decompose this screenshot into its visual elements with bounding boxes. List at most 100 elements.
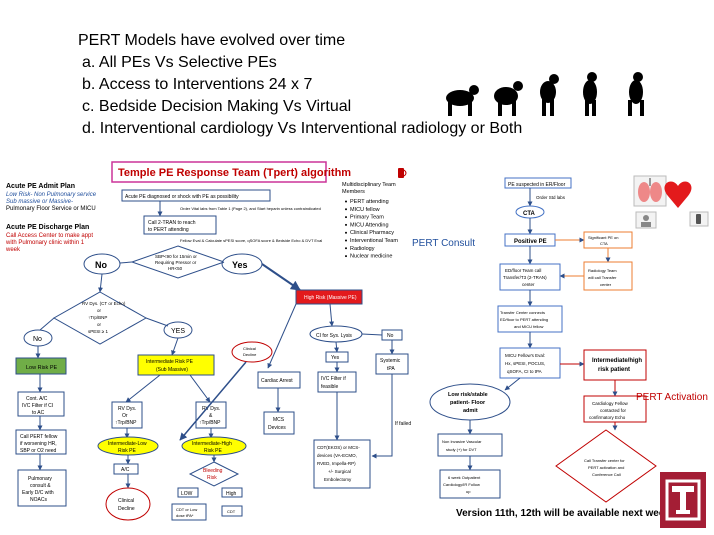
high-box bbox=[221, 487, 243, 498]
algorithm-title-box bbox=[111, 161, 327, 183]
rv-line2: or bbox=[97, 308, 102, 313]
rv-line3: ↑Trp/BNP bbox=[88, 315, 107, 320]
intlow-2: Risk PE bbox=[118, 448, 136, 454]
r-outpatient-box bbox=[439, 469, 501, 499]
r-calltransfer-diamond bbox=[555, 429, 657, 503]
pulm-3: Early D/C with bbox=[22, 490, 54, 496]
r-call-2: PERT activation and bbox=[588, 465, 624, 470]
r-noninv-box bbox=[437, 433, 503, 457]
cdtlow-1: CDT or Low bbox=[176, 507, 197, 512]
mcs-1: MCS bbox=[273, 417, 285, 423]
r-cardio-2: contacted for bbox=[600, 408, 627, 413]
admit-line-2: Sub massive or Massive- bbox=[6, 199, 73, 205]
r-edteam-2: Transfer/T3 (2-TRAN) bbox=[503, 275, 547, 280]
r-radio-1: Radiology Team bbox=[588, 268, 617, 273]
heading-item-d: d. Interventional cardiology Vs Interven… bbox=[82, 120, 523, 137]
r-positive: Positive PE bbox=[514, 239, 547, 245]
high-risk-label: High Risk (Massive PE) bbox=[304, 295, 357, 301]
rv1-2: Or bbox=[122, 413, 128, 419]
cdt-box bbox=[221, 505, 243, 517]
pert-activation-label: PERT Activation bbox=[636, 392, 708, 403]
lungs-icon bbox=[633, 175, 667, 207]
clin2-1: Clinical bbox=[243, 346, 256, 351]
call-pert-box bbox=[15, 429, 67, 455]
team-title-1: Multidisciplinary Team bbox=[342, 182, 396, 188]
rv2-2: & bbox=[209, 413, 213, 419]
r-radio-3: center bbox=[600, 282, 612, 287]
inthigh-1: Intermediate-High bbox=[192, 441, 232, 447]
version-text: Version 11th, 12th will be available nex… bbox=[456, 508, 670, 519]
discharge-line-1: Call Access Center to make appt bbox=[6, 233, 93, 239]
pulm-2: consult & bbox=[30, 483, 51, 489]
r-micu-2: Hx, sPESI, POCUS, bbox=[505, 361, 545, 366]
team-bullet bbox=[345, 200, 347, 203]
cdt-mcs-box bbox=[313, 439, 371, 489]
cont-ac-box bbox=[17, 391, 65, 417]
team-bullet bbox=[345, 231, 347, 234]
clinical-decline-oval bbox=[105, 487, 151, 521]
no2-label: No bbox=[33, 336, 42, 343]
rv1-3: ↑Trp/BNP bbox=[115, 420, 137, 426]
ivc-2: feasible bbox=[321, 384, 338, 390]
ac-box bbox=[113, 463, 139, 475]
r-transfer-3: and MICU fellow bbox=[514, 324, 543, 329]
ci-lysis-label: CI for Sys. Lysis bbox=[316, 333, 352, 339]
r-suspect: PE suspected in ER/Floor bbox=[508, 182, 566, 188]
cdtlow-2: dose tPA* bbox=[176, 513, 194, 518]
heading-item-b: b. Access to Interventions 24 x 7 bbox=[82, 76, 313, 93]
team-bullet bbox=[345, 216, 347, 219]
team-member: PERT attending bbox=[350, 199, 389, 205]
call-2tran-box bbox=[143, 215, 217, 235]
yes2-label: YES bbox=[171, 328, 185, 335]
r-call-1: Call Transfer center for bbox=[584, 458, 625, 463]
r-noninv-2: study (+) for DVT bbox=[446, 447, 477, 452]
r-noninv-1: Non Invasive Vascular bbox=[442, 439, 482, 444]
discharge-line-2: with Pulmonary clinic within 1 bbox=[5, 240, 85, 246]
version-note: Version 11th, 12th will be available nex… bbox=[456, 508, 670, 519]
rv2-3: ↑Trp/BNP bbox=[199, 420, 221, 426]
order-labs-text: Order Vital labs from Table 1 (Page 2), … bbox=[180, 206, 321, 211]
team-member: Nuclear medicine bbox=[350, 254, 393, 260]
sbp-decision bbox=[130, 245, 226, 279]
low-label: LOW bbox=[181, 491, 193, 497]
discharge-line-3: week bbox=[5, 247, 21, 253]
temple-t-logo bbox=[660, 472, 706, 528]
low-risk-label: Low Risk PE bbox=[26, 365, 58, 371]
start-text: Acute PE diagnosed or shock with PE as p… bbox=[125, 194, 239, 200]
team-bullet bbox=[345, 247, 347, 250]
r-edteam-box bbox=[499, 263, 561, 291]
team-bullet bbox=[345, 239, 347, 242]
r-cardio-3: confirmatory Echo bbox=[589, 415, 626, 420]
r-sig-2: CTA bbox=[600, 241, 608, 246]
r-out-2: Cardiology/IR Follow bbox=[443, 482, 480, 487]
r-call-3: Conference Call bbox=[592, 472, 621, 477]
clinical-decline-oval-2 bbox=[231, 341, 273, 363]
r-order: Order Std labs bbox=[536, 195, 566, 200]
r-suspect-box bbox=[504, 177, 572, 189]
call-pert-2: if worsening HR, bbox=[20, 441, 57, 447]
yes-label: Yes bbox=[232, 260, 248, 270]
team-member: Interventional Team bbox=[350, 238, 398, 244]
systpa-1: Systemic bbox=[380, 358, 401, 364]
start-box bbox=[121, 189, 271, 202]
cdtbig-3: RVED, Impella-RP) bbox=[317, 461, 356, 466]
bleeding-risk-decision bbox=[188, 461, 240, 487]
heading-line1: PERT Models have evolved over time bbox=[78, 32, 346, 49]
team-member: MICU Attending bbox=[350, 222, 389, 228]
cont-ac-2: IVC Filter if CI bbox=[22, 403, 53, 409]
team-bullet bbox=[345, 223, 347, 226]
heading-item-c: c. Bedside Decision Making Vs Virtual bbox=[82, 98, 352, 115]
admit-plan-title: Acute PE Admit Plan bbox=[6, 183, 75, 190]
clin1-1: Clinical bbox=[118, 498, 134, 504]
pulm-consult-box bbox=[17, 469, 67, 507]
mcs-devices-box bbox=[263, 411, 295, 435]
r-interhigh-2: risk patient bbox=[598, 367, 630, 373]
intermed-2: (Sub Massive) bbox=[156, 367, 188, 373]
rv-or-box bbox=[111, 401, 143, 429]
r-edteam-1: ED/floor Team call bbox=[505, 268, 541, 273]
clin2-2: Decline bbox=[243, 352, 257, 357]
ac-label: A/C bbox=[121, 467, 130, 473]
r-transfer-box bbox=[497, 305, 563, 333]
r-low-1: Low risk/stable bbox=[448, 392, 488, 398]
pulm-4: NOACs bbox=[30, 497, 47, 503]
